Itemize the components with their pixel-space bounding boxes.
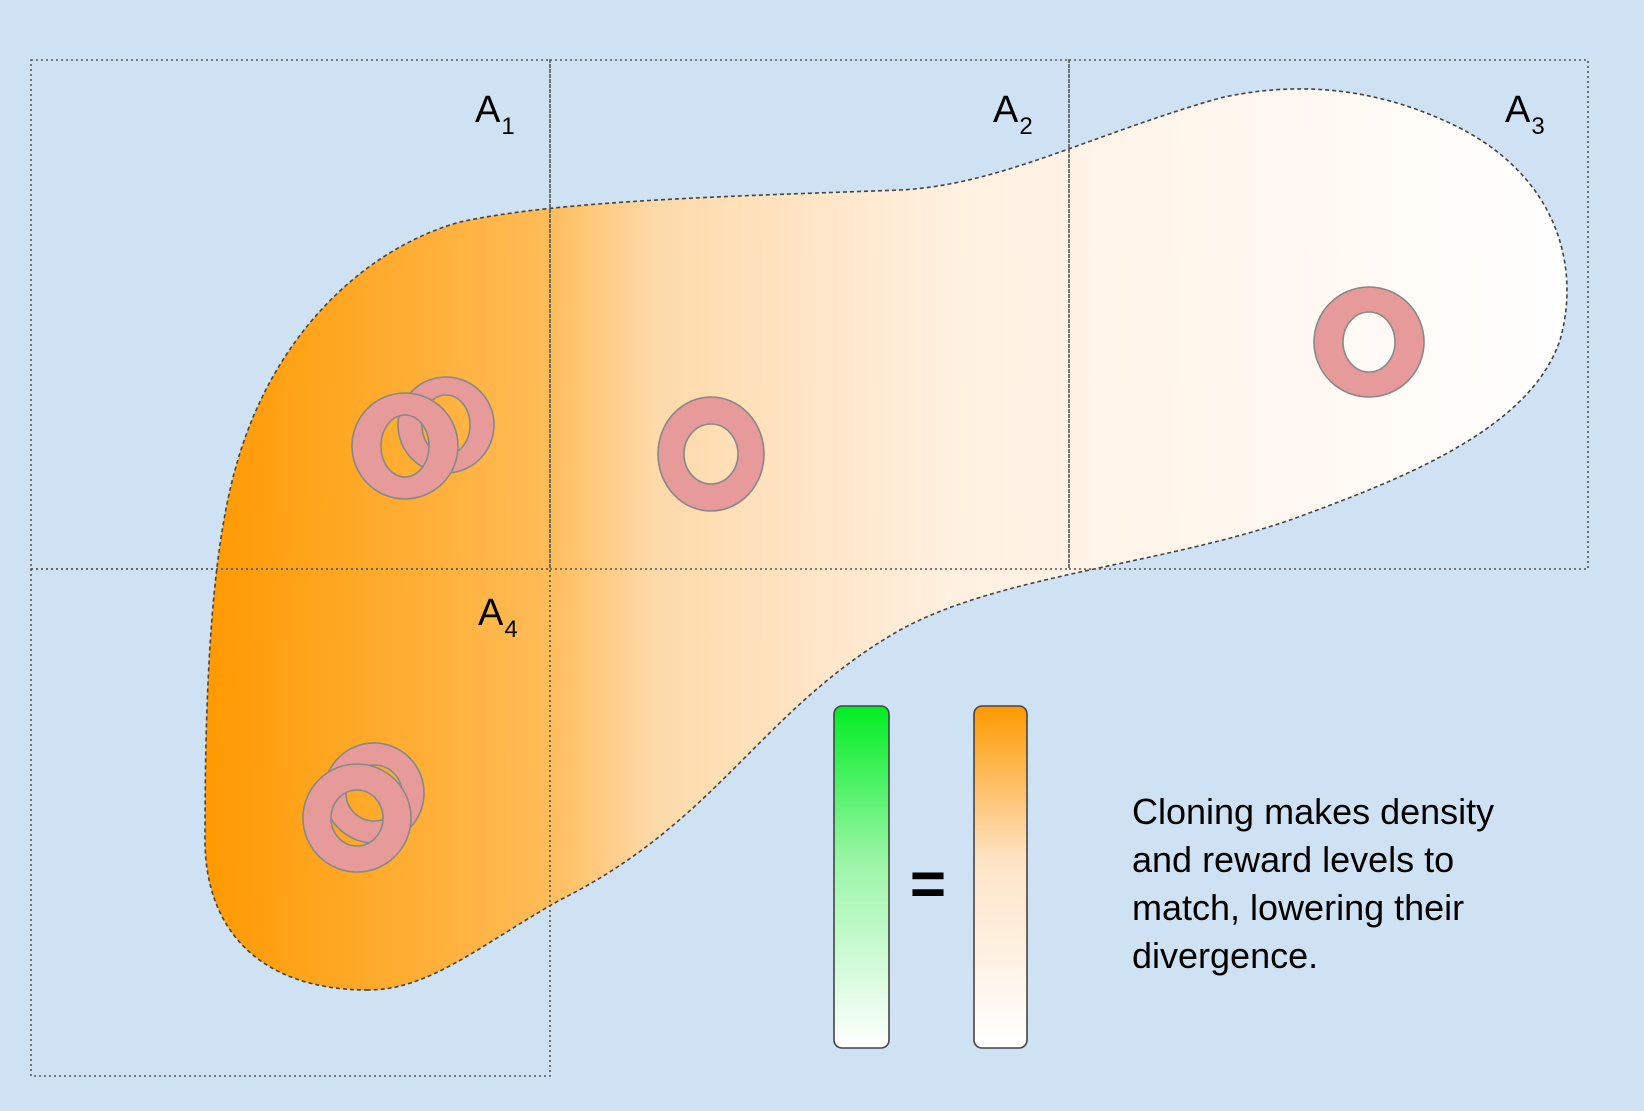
ring-icon [657,396,765,512]
ring-icon [351,392,459,500]
caption-line: and reward levels to [1132,839,1455,880]
density-bar [973,705,1028,1049]
region-label-a2: A2 [993,89,1033,140]
equals-sign: = [910,850,946,919]
ring-icon [1313,286,1425,398]
reward-bar [833,705,890,1049]
caption: Cloning makes density and reward levels … [1132,788,1592,980]
ring-icon [302,763,412,873]
caption-line: divergence. [1132,935,1319,976]
region-grid [30,59,1589,1077]
region-cell-a3 [1068,59,1589,570]
region-label-a4: A4 [478,592,518,643]
region-cell-a4 [30,568,551,1077]
caption-line: match, lowering their [1132,887,1465,928]
caption-line: Cloning makes density [1132,791,1495,832]
region-cell-a1 [30,59,551,570]
region-cell-a2 [549,59,1070,570]
density-region [204,88,1568,991]
region-label-a1: A1 [475,89,515,140]
region-label-a3: A3 [1505,89,1545,140]
